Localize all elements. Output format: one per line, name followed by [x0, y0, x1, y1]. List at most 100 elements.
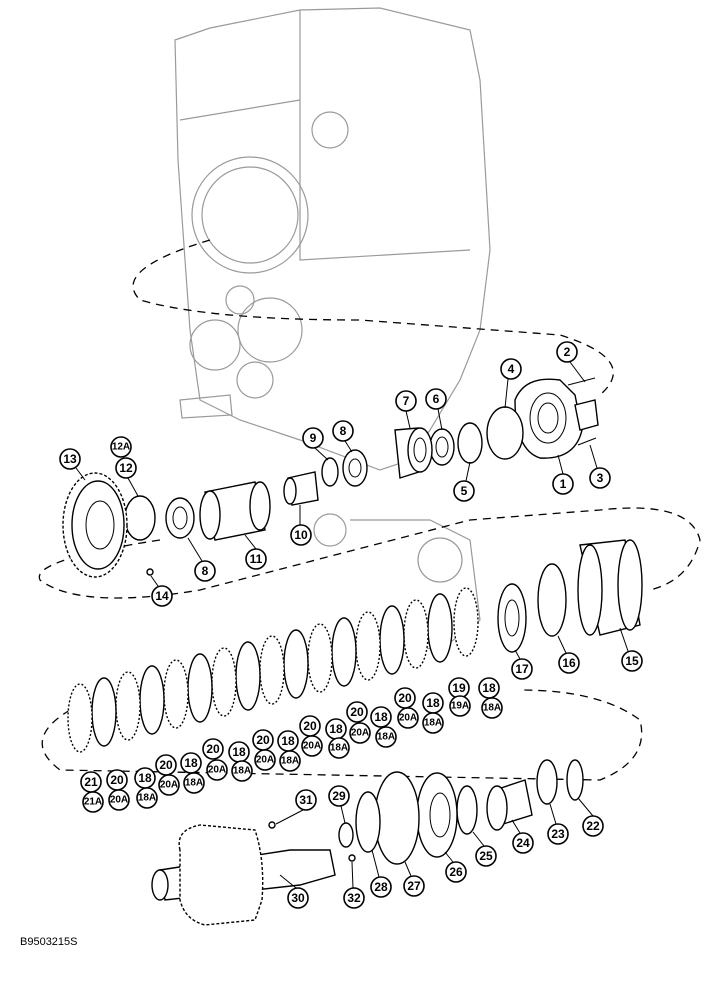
svg-text:16: 16: [562, 656, 576, 670]
plug-32: [348, 854, 356, 862]
callout-18-a: 18: [478, 677, 500, 699]
svg-text:18A: 18A: [138, 793, 156, 804]
svg-text:11: 11: [250, 552, 263, 566]
svg-text:14: 14: [155, 589, 169, 603]
svg-text:21: 21: [84, 775, 98, 789]
callout-20a-b: 20A: [349, 722, 371, 744]
callout-20-g: 20: [106, 769, 128, 791]
seal-29: [338, 822, 354, 848]
callout-18a-c: 18A: [375, 726, 397, 748]
svg-text:20: 20: [206, 742, 220, 756]
sleeve-10: [283, 471, 319, 506]
callout-14: 14: [151, 585, 173, 607]
callout-20a-e: 20A: [206, 759, 228, 781]
svg-text:12: 12: [119, 461, 133, 475]
snap-ring-16: [537, 563, 567, 637]
o-ring-4: [486, 406, 524, 460]
svg-text:18: 18: [329, 722, 343, 736]
svg-text:26: 26: [449, 865, 463, 879]
callout-24: 24: [512, 832, 534, 854]
svg-text:28: 28: [374, 880, 388, 894]
callout-3: 3: [589, 467, 611, 489]
callout-18-h: 18: [134, 767, 156, 789]
callout-20a-c: 20A: [301, 735, 323, 757]
svg-text:1: 1: [560, 477, 567, 491]
callout-20a-d: 20A: [254, 749, 276, 771]
callout-18a-g: 18A: [183, 772, 205, 794]
svg-text:10: 10: [294, 528, 308, 542]
clutch-housing-15: [577, 539, 643, 636]
svg-text:31: 31: [299, 793, 313, 807]
plug-31: [268, 821, 276, 829]
callout-18a-f: 18A: [231, 760, 253, 782]
callout-29: 29: [328, 785, 350, 807]
svg-text:27: 27: [407, 879, 421, 893]
callout-13: 13: [59, 448, 81, 470]
callout-20a-a: 20A: [397, 707, 419, 729]
svg-text:7: 7: [403, 394, 410, 408]
svg-text:20A: 20A: [208, 765, 226, 776]
seal-27: [374, 771, 420, 865]
svg-text:12A: 12A: [112, 442, 130, 453]
callout-20-d: 20: [252, 729, 274, 751]
callout-19: 19: [448, 677, 470, 699]
svg-text:8: 8: [340, 424, 347, 438]
callout-18-d: 18: [325, 718, 347, 740]
bearing-8-lower: [165, 497, 195, 539]
svg-text:18A: 18A: [281, 756, 299, 767]
svg-text:29: 29: [332, 789, 346, 803]
callout-30: 30: [287, 887, 309, 909]
svg-text:20: 20: [350, 705, 364, 719]
callout-18a-d: 18A: [328, 737, 350, 759]
callout-32: 32: [343, 887, 365, 909]
leader-lines: [75, 361, 629, 889]
bearing-cup-6: [429, 428, 455, 466]
svg-text:20A: 20A: [256, 755, 274, 766]
bearing-cone-7: [394, 427, 433, 479]
callout-19a: 19A: [449, 695, 471, 717]
svg-text:20A: 20A: [351, 728, 369, 739]
callout-21a: 21A: [82, 791, 104, 813]
callout-8-upper: 8: [332, 420, 354, 442]
svg-text:15: 15: [625, 654, 639, 668]
spring-24: [486, 779, 533, 831]
assembly-path-middle: [38, 507, 701, 599]
callout-20-e: 20: [202, 738, 224, 760]
svg-text:18: 18: [374, 710, 388, 724]
callout-20a-f: 20A: [158, 774, 180, 796]
callout-18-e: 18: [277, 730, 299, 752]
svg-text:22: 22: [586, 819, 600, 833]
svg-text:18: 18: [482, 681, 496, 695]
piston-26: [416, 772, 458, 858]
svg-text:20: 20: [303, 719, 317, 733]
bolt-3: [577, 437, 597, 446]
callout-31: 31: [295, 789, 317, 811]
assembly-path-lower: [41, 689, 643, 781]
svg-text:18: 18: [281, 734, 295, 748]
callout-5: 5: [453, 480, 475, 502]
callout-15: 15: [621, 650, 643, 672]
callout-10: 10: [290, 524, 312, 546]
svg-text:20A: 20A: [399, 713, 417, 724]
callout-20a-g: 20A: [108, 789, 130, 811]
callout-12: 12: [115, 457, 137, 479]
svg-text:18A: 18A: [377, 732, 395, 743]
svg-text:20A: 20A: [160, 780, 178, 791]
callout-22: 22: [582, 815, 604, 837]
svg-text:20: 20: [159, 758, 173, 772]
callout-28: 28: [370, 876, 392, 898]
clutch-plates: [67, 587, 479, 753]
svg-text:18A: 18A: [483, 703, 501, 714]
svg-text:18: 18: [232, 745, 246, 759]
svg-text:23: 23: [551, 827, 565, 841]
svg-text:20: 20: [256, 733, 270, 747]
seal-28: [355, 791, 381, 853]
svg-text:18: 18: [184, 756, 198, 770]
svg-text:9: 9: [310, 431, 317, 445]
svg-text:25: 25: [479, 849, 493, 863]
callout-9: 9: [302, 427, 324, 449]
plate-17: [497, 583, 527, 653]
callout-11: 11: [245, 548, 267, 570]
callout-18-g: 18: [180, 752, 202, 774]
